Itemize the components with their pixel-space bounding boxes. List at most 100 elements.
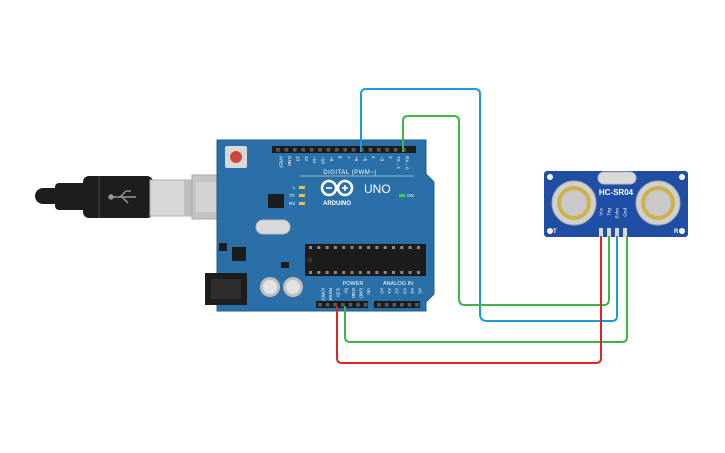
- sensor-mount-hole-br: [679, 228, 685, 234]
- chip-pin: [317, 246, 321, 249]
- arduino-logo-icon: [320, 179, 354, 197]
- sensor-pins: [599, 228, 627, 237]
- digital-pin-hole[interactable]: [393, 148, 398, 152]
- on-led-label: ON: [407, 193, 414, 198]
- digital-pin-hole[interactable]: [368, 148, 373, 152]
- analog-pin-hole[interactable]: [407, 303, 412, 307]
- power-pin-hole[interactable]: [348, 303, 353, 307]
- rx-led-label: RX: [289, 201, 295, 206]
- digital-pin-hole[interactable]: [301, 148, 305, 152]
- sensor-pin-label: Vcc: [599, 207, 604, 215]
- power-pin-hole[interactable]: [363, 303, 368, 307]
- chip-pin: [333, 271, 337, 274]
- chip-pin: [367, 246, 371, 249]
- tx-led-label: TX: [289, 193, 295, 198]
- digital-pin-hole[interactable]: [377, 148, 381, 152]
- wires: [336, 88, 628, 364]
- rx-led: [299, 202, 305, 205]
- sensor-pin[interactable]: [599, 228, 603, 237]
- l-led-label: L: [293, 185, 296, 190]
- digital-pin-hole[interactable]: [284, 148, 289, 152]
- echo-wire[interactable]: [402, 115, 610, 306]
- power-pin-label: Vin: [366, 288, 371, 295]
- sensor-model-label: HC-SR04: [599, 188, 634, 197]
- digital-pin-hole[interactable]: [309, 148, 314, 152]
- digital-pin-label: ~5: [363, 156, 368, 162]
- chip-pin: [408, 246, 412, 249]
- trig-wire[interactable]: [360, 88, 618, 322]
- reset-button[interactable]: [230, 151, 242, 163]
- digital-pin-hole[interactable]: [385, 148, 389, 152]
- crystal-oscillator: [255, 219, 291, 235]
- l-led: [299, 186, 305, 189]
- sensor-mount-hole-tr: [679, 174, 685, 180]
- digital-pin-hole[interactable]: [276, 148, 280, 152]
- digital-pin-label: TX→1: [396, 156, 401, 169]
- digital-pin-label: 7: [346, 156, 351, 159]
- power-header-label: POWER: [343, 281, 364, 287]
- analog-pin-hole[interactable]: [377, 303, 381, 307]
- chip-pin: [333, 246, 337, 249]
- usb-cable[interactable]: [35, 174, 245, 220]
- digital-pin-label: 8: [337, 156, 342, 159]
- tx-led: [299, 194, 305, 197]
- chip-pin: [392, 246, 395, 249]
- digital-pin-label: RX←0: [405, 156, 410, 170]
- chip-pin: [416, 271, 420, 274]
- arduino-model-label: UNO: [364, 182, 391, 196]
- digital-pin-label: ~3: [379, 156, 384, 162]
- digital-pin-hole[interactable]: [335, 148, 339, 152]
- chip-pin: [325, 271, 329, 274]
- digital-pin-hole[interactable]: [326, 148, 331, 152]
- analog-pin-hole[interactable]: [392, 303, 396, 307]
- analog-pin-label: A1: [387, 288, 392, 294]
- power-pin-label: GND: [359, 288, 364, 299]
- digital-pin-hole[interactable]: [293, 148, 297, 152]
- chip-pin: [375, 246, 379, 249]
- sensor-pin-label: Echo: [615, 208, 620, 219]
- sensor-crystal: [597, 171, 637, 185]
- analog-pin-hole[interactable]: [384, 303, 389, 307]
- power-pin-label: RESET: [328, 288, 333, 304]
- sensor-pin[interactable]: [615, 228, 619, 237]
- chip-pin: [309, 246, 312, 249]
- analog-pin-label: A4: [410, 288, 415, 294]
- sensor-pin[interactable]: [623, 228, 627, 237]
- analog-pin-label: A0: [380, 288, 385, 294]
- digital-pin-label: ~9: [329, 156, 334, 162]
- power-pin-label: GND: [351, 288, 356, 299]
- digital-pin-hole[interactable]: [318, 148, 322, 152]
- analog-pin-hole[interactable]: [415, 303, 419, 307]
- small-component-2: [219, 243, 227, 251]
- power-pin-hole[interactable]: [318, 303, 322, 307]
- analog-pin-hole[interactable]: [400, 303, 404, 307]
- on-led: [399, 194, 405, 197]
- vcc-wire[interactable]: [336, 236, 602, 364]
- chip-pin: [350, 246, 354, 249]
- digital-pin-hole[interactable]: [343, 148, 347, 152]
- power-pin-hole[interactable]: [333, 303, 337, 307]
- power-pin-hole[interactable]: [356, 303, 360, 307]
- chip-pin: [416, 246, 420, 249]
- digital-pin-hole[interactable]: [351, 148, 356, 152]
- chip-pin: [342, 246, 346, 249]
- arduino-brand-label: ARDUINO: [323, 201, 351, 207]
- sensor-pin-label: Trig: [607, 208, 612, 216]
- atmega-chip-notch: [307, 257, 313, 263]
- sensor-mount-hole-tl: [547, 174, 553, 180]
- sensor-pin[interactable]: [607, 228, 611, 237]
- usb-cable-strain: [55, 183, 87, 210]
- digital-pin-label: ~11: [312, 156, 317, 164]
- receiver-mark: R: [674, 229, 679, 235]
- analog-header: [374, 301, 420, 308]
- digital-pin-label: AREF: [279, 156, 284, 168]
- chip-pin: [375, 271, 379, 274]
- gnd-wire[interactable]: [344, 236, 628, 343]
- power-pin-hole[interactable]: [325, 303, 330, 307]
- digital-header-label: DIGITAL (PWM~): [323, 170, 377, 176]
- power-pin-hole[interactable]: [341, 303, 345, 307]
